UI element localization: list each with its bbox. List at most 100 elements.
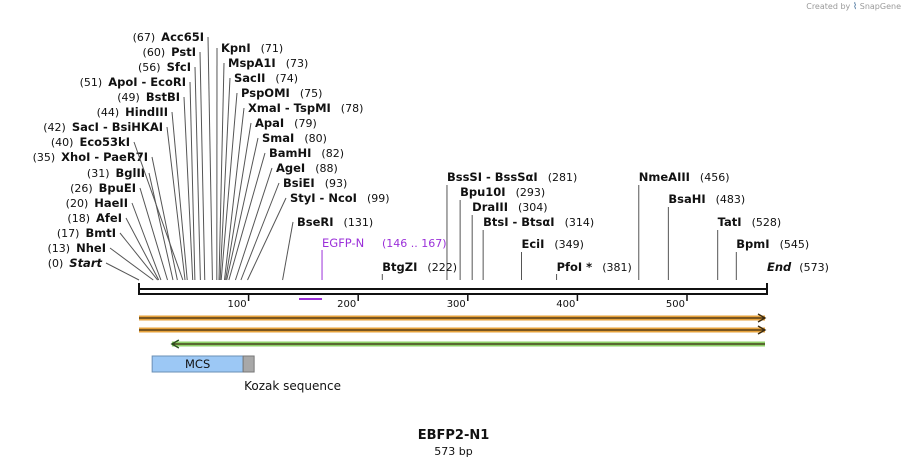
site-name-saci: SacI - BsiHKAI	[72, 120, 163, 134]
site-name-bsahi: BsaHI	[668, 192, 705, 206]
site-name-draiii: DraIII	[472, 200, 508, 214]
feature-label-name: EGFP-N	[322, 236, 364, 250]
site-line-sacii	[219, 77, 231, 281]
site-pos-ecii: (349)	[554, 238, 584, 251]
site-pos-xhoi: (35)	[33, 151, 56, 164]
site-pos-hindiii: (44)	[97, 106, 120, 119]
site-name-btsi: BtsI - BtsαI	[483, 215, 554, 229]
site-name-mspa1i: MspA1I	[228, 56, 276, 70]
site-pos-mspa1i: (73)	[286, 57, 309, 70]
site-pos-pfoi: (381)	[602, 261, 632, 274]
site-name-bmti: BmtI	[85, 226, 116, 240]
snapgene-credit: Created by ⌇ SnapGene	[806, 2, 901, 12]
site-name-bpuei: BpuEI	[99, 181, 136, 195]
site-name-bsiei: BsiEI	[283, 176, 315, 190]
site-line-haeii	[131, 202, 162, 281]
kozak-box	[242, 355, 255, 373]
site-pos-bamhi: (82)	[321, 147, 344, 160]
site-pos-btgzi: (222)	[427, 261, 457, 274]
site-line-nhei	[109, 247, 154, 281]
site-name-bsssi: BssSI - BssSαI	[447, 170, 538, 184]
site-name-acc65i: Acc65I	[161, 30, 204, 44]
site-name-psti: PstI	[171, 45, 196, 59]
site-name-sfci: SfcI	[167, 60, 191, 74]
site-name-eco53ki: Eco53kI	[79, 135, 130, 149]
site-pos-bseri: (131)	[344, 216, 374, 229]
site-pos-sacii: (74)	[275, 72, 298, 85]
orf-reverse-arrowhead	[170, 339, 180, 349]
site-name-xhoi: XhoI - PaeR7I	[61, 150, 148, 164]
site-pos-draiii: (304)	[518, 201, 548, 214]
site-pos-eco53ki: (40)	[51, 136, 74, 149]
site-pos-bsahi: (483)	[716, 193, 746, 206]
site-pos-bglii: (31)	[87, 167, 110, 180]
site-name-pfoi: PfoI *	[557, 260, 593, 274]
site-pos-bpmi: (545)	[780, 238, 810, 251]
snapgene-logo-icon: ⌇	[852, 2, 858, 12]
site-pos-bmti: (17)	[57, 227, 80, 240]
site-pos-pspomi: (75)	[300, 87, 323, 100]
credit-prefix: Created by	[806, 2, 851, 11]
site-pos-apoi: (51)	[80, 76, 103, 89]
site-pos-acc65i: (67)	[133, 31, 156, 44]
site-name-ecii: EciI	[521, 237, 544, 251]
site-pos-end: (573)	[799, 261, 829, 274]
ruler-label-300: 300	[447, 299, 466, 310]
site-line-eco53ki	[133, 141, 184, 281]
kozak-label: Kozak sequence	[244, 379, 341, 393]
site-line-xmai	[223, 107, 245, 281]
sequence-backbone	[138, 283, 768, 300]
site-name-tati: TatI	[718, 215, 742, 229]
site-name-sacii: SacII	[234, 71, 265, 85]
site-pos-bpuei: (26)	[70, 182, 93, 195]
site-line-bsiei	[240, 182, 280, 281]
site-line-mspa1i	[218, 62, 225, 281]
ruler-label-400: 400	[556, 299, 575, 310]
orf-forward-2-arrowhead	[757, 325, 767, 335]
site-name-hindiii: HindIII	[125, 105, 168, 119]
site-pos-haeii: (20)	[66, 197, 89, 210]
site-pos-nhei: (13)	[48, 242, 71, 255]
credit-brand: SnapGene	[859, 2, 901, 11]
site-pos-bstbi: (49)	[117, 91, 140, 104]
plasmid-linear-map: Start(0)NheI(13)BmtI(17)AfeI(18)HaeII(20…	[33, 30, 829, 393]
site-name-end: End	[767, 260, 792, 274]
site-pos-styi: (99)	[367, 192, 390, 205]
site-pos-bsssi: (281)	[548, 171, 578, 184]
site-name-haeii: HaeII	[94, 196, 128, 210]
site-name-bpu10i: Bpu10I	[460, 185, 505, 199]
site-name-bglii: BglII	[116, 166, 146, 180]
site-line-afei	[125, 217, 160, 281]
feature-label-range: (146 .. 167)	[382, 237, 447, 250]
orf-forward-1-arrowhead	[757, 313, 767, 323]
site-name-apai: ApaI	[255, 116, 284, 130]
site-pos-tati: (528)	[752, 216, 782, 229]
site-pos-apai: (79)	[294, 117, 317, 130]
site-line-apai	[225, 122, 252, 281]
site-line-pspomi	[220, 92, 238, 281]
site-name-bstbi: BstBI	[146, 90, 180, 104]
site-line-xhoi	[151, 156, 178, 281]
site-name-kpni: KpnI	[221, 41, 251, 55]
site-line-saci	[166, 126, 186, 281]
site-name-pspomi: PspOMI	[241, 86, 290, 100]
site-line-acc65i	[207, 36, 213, 281]
site-name-styi: StyI - NcoI	[290, 191, 357, 205]
site-line-sfci	[194, 66, 201, 281]
site-line-bglii	[148, 172, 174, 281]
site-pos-xmai: (78)	[341, 102, 364, 115]
site-name-xmai: XmaI - TspMI	[248, 101, 331, 115]
restriction-sites: Start(0)NheI(13)BmtI(17)AfeI(18)HaeII(20…	[33, 30, 829, 281]
plasmid-name: EBFP2-N1	[417, 428, 490, 443]
site-pos-afei: (18)	[67, 212, 90, 225]
ruler-label-200: 200	[337, 299, 356, 310]
site-pos-btsi: (314)	[565, 216, 595, 229]
site-line-bmti	[119, 232, 159, 281]
site-name-apoi: ApoI - EcoRI	[108, 75, 186, 89]
site-name-start: Start	[69, 256, 102, 270]
site-name-nhei: NheI	[76, 241, 106, 255]
site-name-btgzi: BtgZI	[382, 260, 417, 274]
site-pos-start: (0)	[48, 257, 64, 270]
